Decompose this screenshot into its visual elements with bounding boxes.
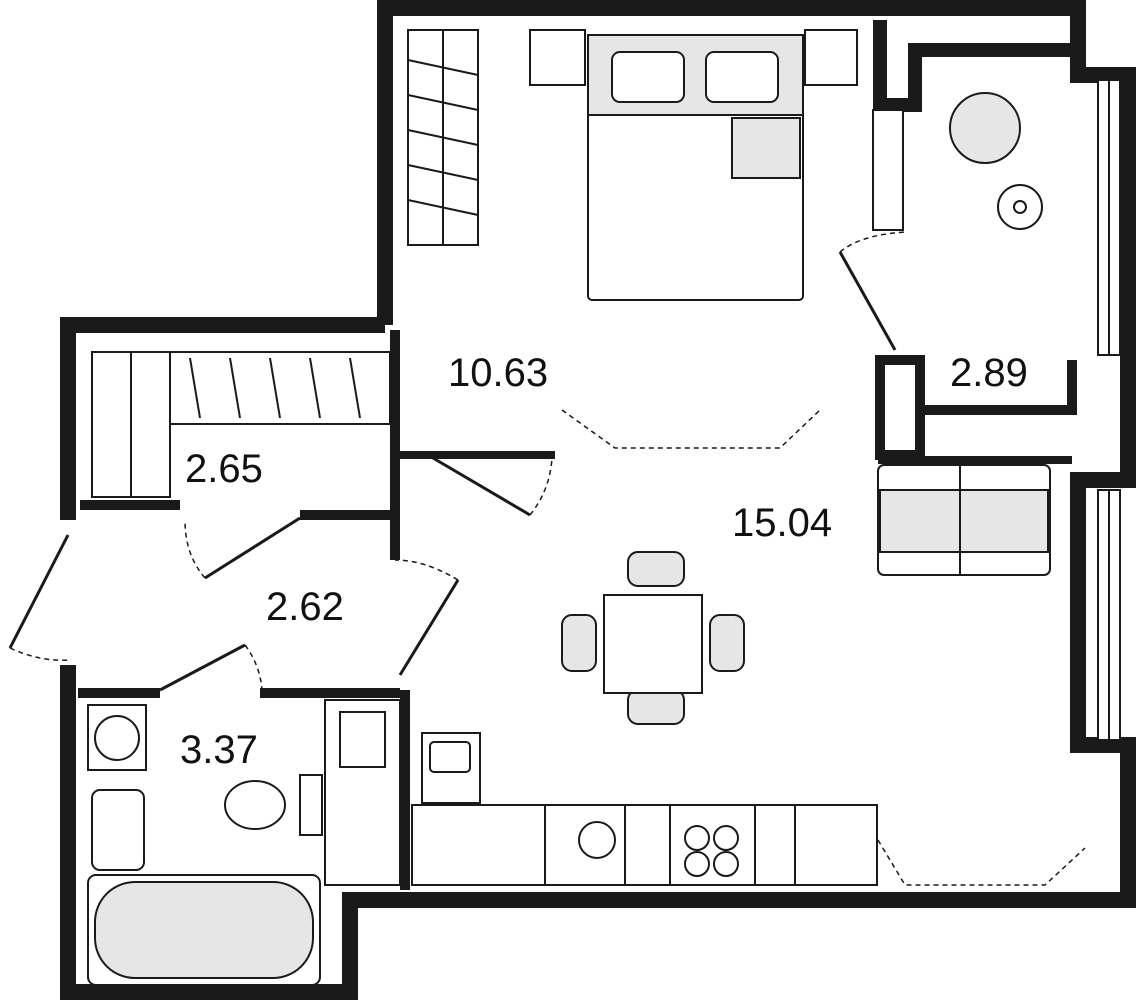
- room-area-label-hallway: 2.62: [266, 585, 344, 629]
- double-bed: [529, 29, 858, 301]
- room-area-label-bathroom: 3.37: [180, 728, 258, 772]
- windows: [1097, 79, 1121, 741]
- door-swings: [8, 231, 1086, 886]
- interior-walls: [78, 20, 1077, 890]
- room-area-label-balcony: 2.89: [950, 351, 1028, 395]
- bedroom-wardrobe: [407, 29, 479, 246]
- dining-set: [561, 551, 745, 725]
- room-area-label-bedroom: 10.63: [448, 351, 548, 395]
- room-area-label-wardrobe: 2.65: [185, 447, 263, 491]
- kitchen-counter: [411, 732, 878, 886]
- room-area-label-living-kitchen: 15.04: [732, 501, 832, 545]
- wardrobe-shelves: [91, 351, 391, 498]
- sofa: [877, 464, 1051, 576]
- bathroom-fixtures: [87, 699, 401, 986]
- balcony-furniture: [872, 92, 1043, 231]
